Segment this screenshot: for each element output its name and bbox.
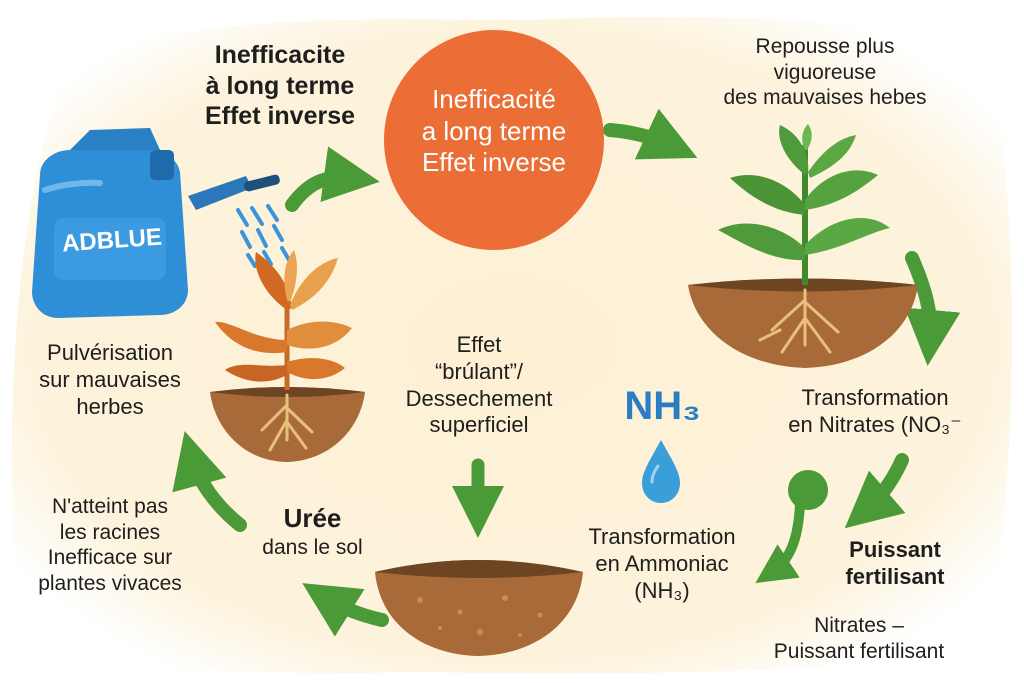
water-drop-icon (642, 440, 680, 503)
arrow-to-center (285, 146, 380, 212)
adblue-jug-icon (32, 128, 280, 318)
uree-text: Urée dans le sol (262, 503, 363, 559)
top-right-text: Repousse plus viguoreuse des mauvaises h… (723, 35, 927, 110)
center-circle (384, 30, 604, 250)
spray-text: Pulvérisation sur mauvaises herbes (39, 340, 181, 419)
arrow-center-to-right (603, 108, 698, 160)
wilted-plant-icon (210, 250, 365, 462)
soil-mound-icon (375, 560, 583, 656)
center-circle-text: Inefficacité a long terme Effet inverse (421, 84, 567, 178)
ammoniac-text: Transformation en Ammoniac (NH₃) (588, 524, 736, 603)
arrow-soil-to-uree (302, 583, 389, 637)
nh3-label: NH₃ (624, 384, 701, 428)
left-bottom-text: N'atteint pas les racines Inefficace sur… (38, 495, 182, 595)
arrow-plant-to-nitrates (904, 251, 961, 366)
spray-drops (236, 204, 291, 268)
nitrates-fertilisant-text: Nitrates – Puissant fertilisant (773, 614, 945, 663)
burn-text: Effet “brúlant”/ Dessechement superficie… (405, 332, 553, 438)
fertilisant-text: Puissant fertilisant (845, 537, 945, 589)
arrow-nitrates-to-fertilisant (844, 453, 909, 529)
nitrates-text: Transformation en Nitrates (NO₃⁻ (788, 385, 962, 437)
arrow-bottom-to-spray (172, 430, 247, 532)
arrow-dot-to-ammoniac (755, 500, 805, 584)
top-left-text: Inefficacite à long terme Effet inverse (204, 41, 356, 130)
healthy-plant-icon (688, 124, 918, 368)
green-dot-icon (788, 470, 828, 510)
